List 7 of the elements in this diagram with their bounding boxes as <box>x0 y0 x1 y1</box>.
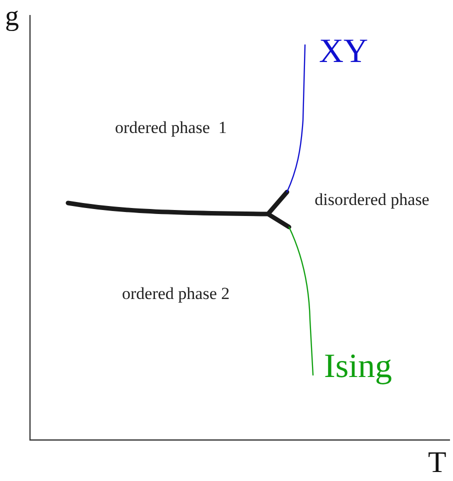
axis-label: T <box>428 446 446 479</box>
region-label: disordered phase <box>314 191 430 210</box>
axis-label: g <box>5 2 19 33</box>
region-label: ordered phase 2 <box>122 285 230 304</box>
region-label: ordered phase 1 <box>115 119 227 138</box>
curve-label: Ising <box>324 348 392 386</box>
curve-label: XY <box>319 33 368 70</box>
